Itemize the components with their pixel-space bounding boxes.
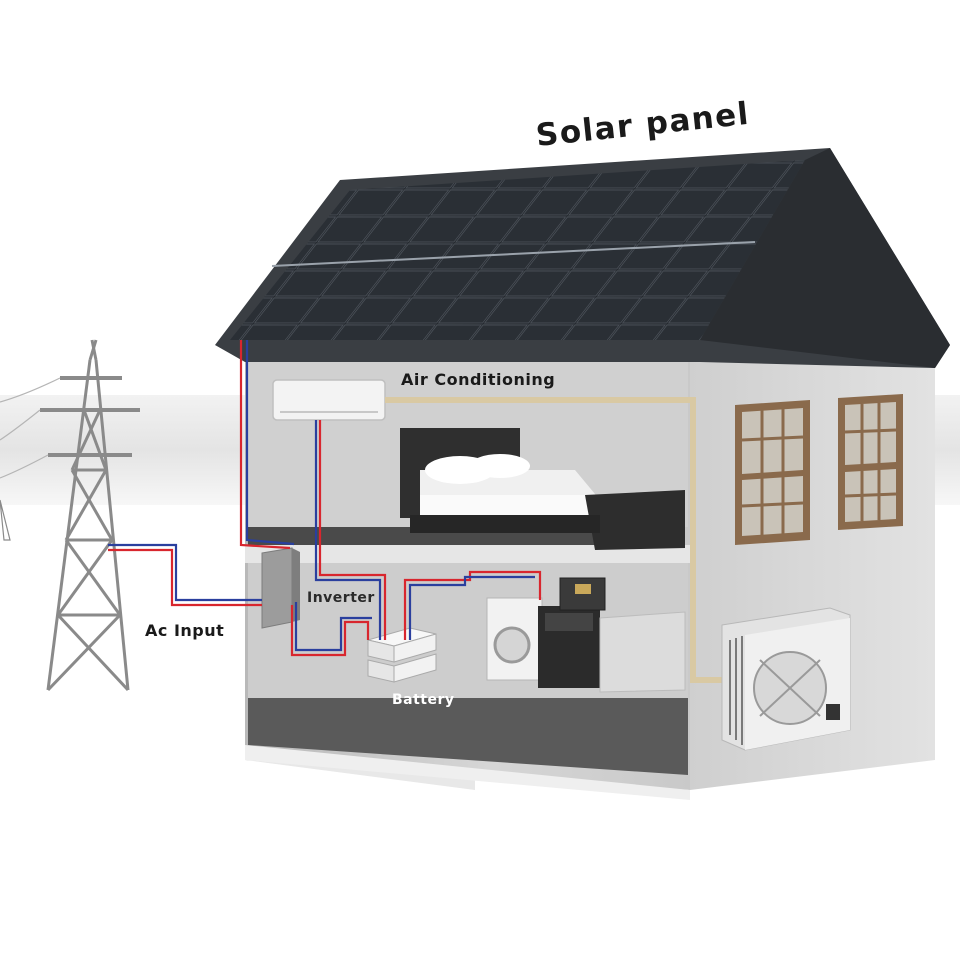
air-conditioning-label: Air Conditioning bbox=[401, 370, 556, 389]
floor-slab bbox=[245, 545, 690, 563]
dc-wiring bbox=[108, 340, 542, 657]
power-lines bbox=[0, 377, 61, 541]
battery-label: Battery bbox=[392, 692, 455, 708]
air-conditioner-unit bbox=[272, 379, 386, 421]
battery-stack bbox=[367, 627, 437, 683]
outdoor-ac-unit bbox=[721, 607, 851, 751]
panel-divider bbox=[271, 241, 756, 267]
base-slab bbox=[245, 745, 690, 800]
kitchen-cabinet bbox=[599, 611, 686, 693]
inverter-unit bbox=[261, 547, 300, 629]
transmission-tower-icon bbox=[40, 339, 140, 692]
stove-range bbox=[538, 577, 606, 688]
window-right bbox=[838, 394, 903, 530]
ac-refrigerant-pipe bbox=[385, 397, 740, 683]
lower-floor bbox=[248, 698, 688, 775]
roof-edge bbox=[700, 148, 950, 368]
bed bbox=[400, 428, 685, 550]
window-left bbox=[735, 400, 810, 545]
solar-panel-array bbox=[230, 160, 805, 340]
inverter-label: Inverter bbox=[307, 590, 375, 606]
washing-machine bbox=[486, 597, 543, 681]
ac-input-label: Ac Input bbox=[145, 621, 225, 640]
